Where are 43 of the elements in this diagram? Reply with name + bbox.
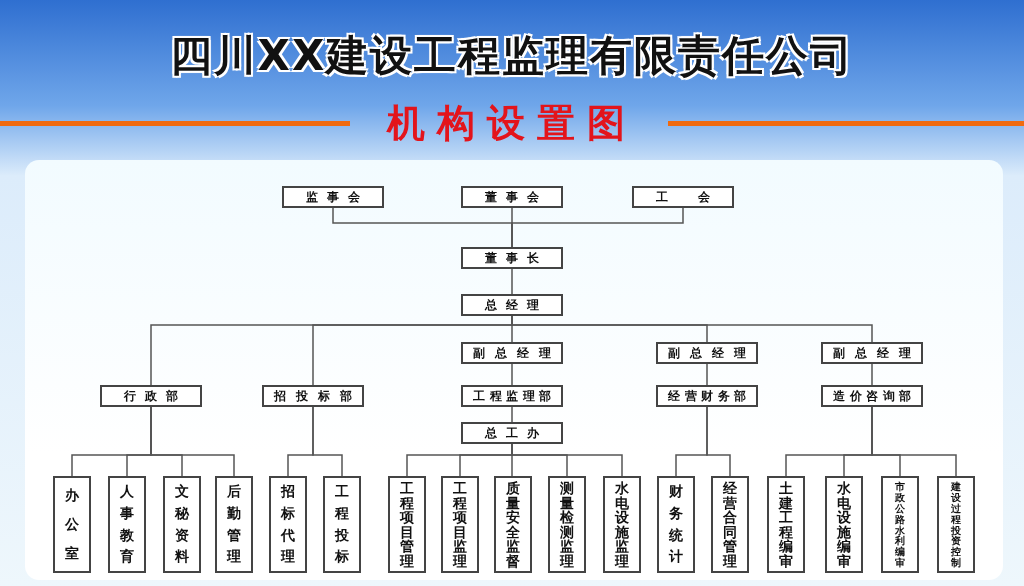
connector-line xyxy=(511,268,513,295)
org-box: 质量安全监督 xyxy=(494,476,532,573)
org-box: 工程项目管理 xyxy=(388,476,426,573)
org-box: 招标代理 xyxy=(269,476,307,573)
org-box: 工会 xyxy=(632,186,734,208)
connector-line xyxy=(511,406,513,423)
subtitle: 机构设置图 xyxy=(385,100,638,147)
org-box: 工程监理部 xyxy=(461,385,563,407)
connector-line xyxy=(871,363,873,386)
connector-line xyxy=(511,207,684,248)
org-box: 总经理 xyxy=(461,294,563,316)
connector-line xyxy=(706,406,731,477)
org-box: 后勤管理 xyxy=(215,476,253,573)
connector-line xyxy=(312,406,343,477)
org-box: 工程项目监理 xyxy=(441,476,479,573)
org-box: 董事会 xyxy=(461,186,563,208)
org-box: 建设过程投资控制 xyxy=(937,476,975,573)
connector-line xyxy=(511,363,513,386)
org-box: 工程投标 xyxy=(323,476,361,573)
title: 四川XX建设工程监理有限责任公司 xyxy=(168,30,856,82)
connector-line xyxy=(706,363,708,386)
org-box: 人事教育 xyxy=(108,476,146,573)
org-box: 董事长 xyxy=(461,247,563,269)
org-box: 招投标部 xyxy=(262,385,364,407)
org-box: 经营财务部 xyxy=(656,385,758,407)
org-box: 办公室 xyxy=(53,476,91,573)
org-box: 副总经理 xyxy=(821,342,923,364)
org-box: 测量检测监理 xyxy=(548,476,586,573)
org-box: 文秘资料 xyxy=(163,476,201,573)
connector-line xyxy=(150,406,235,477)
org-box: 水电设施监理 xyxy=(603,476,641,573)
org-box: 副总经理 xyxy=(461,342,563,364)
org-box: 水电设施编审 xyxy=(825,476,863,573)
org-box: 土建工程编审 xyxy=(767,476,805,573)
connector-line xyxy=(871,406,957,477)
org-box: 副总经理 xyxy=(656,342,758,364)
org-box: 造价咨询部 xyxy=(821,385,923,407)
org-box: 财务统计 xyxy=(657,476,695,573)
org-box: 经营合同管理 xyxy=(711,476,749,573)
org-box: 行政部 xyxy=(100,385,202,407)
org-box: 监事会 xyxy=(282,186,384,208)
org-box: 市政公路水利编审 xyxy=(881,476,919,573)
org-box: 总工办 xyxy=(461,422,563,444)
